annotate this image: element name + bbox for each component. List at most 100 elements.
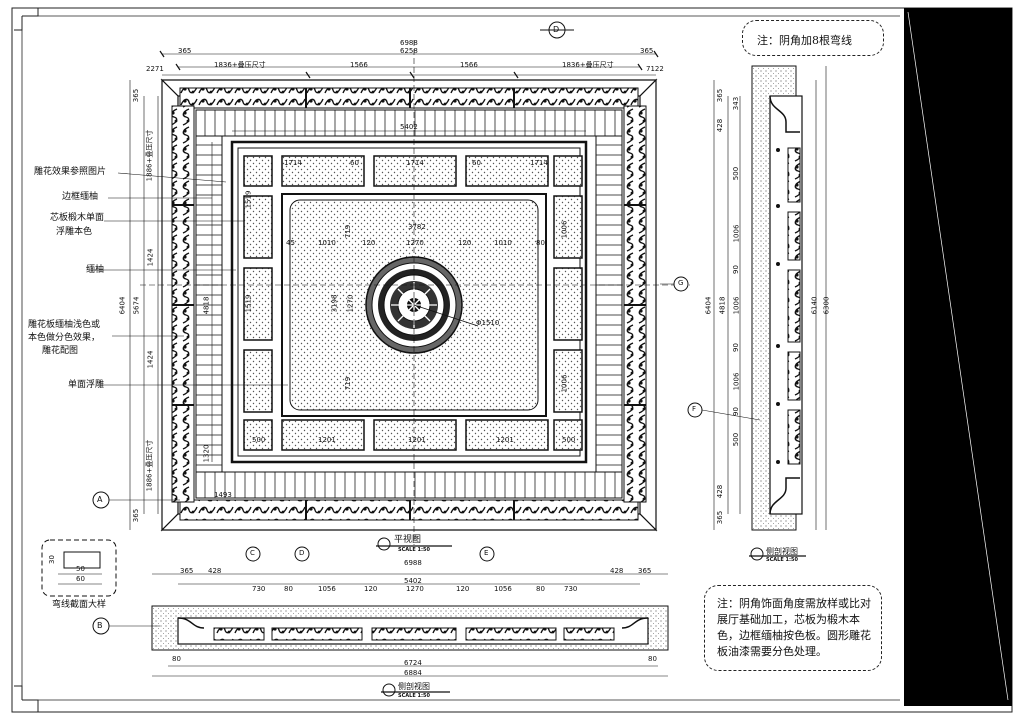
dim-diameter: Φ1510 [476,319,500,327]
curve-detail-title: 弯线截面大样 [52,600,107,610]
bs-428a: 428 [208,567,222,575]
marker-g: G [678,279,684,287]
dim-top-seg-left: 1836+叠压尺寸 [214,61,266,69]
dim-top-inner: 6258 [400,47,418,55]
marker-c: C [250,549,255,557]
cd-w50: 50 [76,565,85,573]
rs-365b: 365 [716,510,725,525]
dim-bot-1201c: 1201 [496,436,514,444]
dim-left-1424a: 1424 [146,248,155,267]
callout-core-board-1: 芯板椴木单面 [50,213,105,223]
dim-719b: 719 [344,376,353,391]
marker-d: D [299,549,305,557]
dim-left-1424b: 1424 [146,350,155,369]
dim-45: 45 [286,239,295,247]
dim-top-overall: 6988 [400,39,418,47]
right-section-scale: SCALE 1:50 [766,557,798,563]
rs-1006a: 1006 [732,224,741,243]
cd-h30: 30 [47,555,56,564]
dim-bot-500b: 500 [562,436,576,444]
dim-left-365a: 365 [132,88,141,103]
rs-343: 343 [732,96,741,111]
dim-top-7122: 7122 [646,65,664,73]
dim-1010a: 1010 [318,239,336,247]
plan-scale: SCALE 1:50 [398,547,430,553]
callout-core-board-2: 浮雕本色 [56,227,93,237]
rs-6140: 6140 [810,296,819,315]
dim-top-1566a: 1566 [350,61,368,69]
dim-1714c: 1714 [530,159,548,167]
dim-left-label-bot: 1886+叠压尺寸 [145,439,154,492]
dim-1270v: 1270 [346,294,355,313]
rs-90a: 90 [731,265,740,274]
dim-top-seg-right: 1836+叠压尺寸 [562,61,614,69]
dim-top-left-margin: 365 [178,47,192,55]
dim-1519b: 1519 [244,294,253,313]
callout-carved-board-3: 雕花配图 [42,346,79,356]
rs-6300: 6300 [822,296,831,315]
dim-inner-5402: 5402 [400,123,418,131]
callout-carving-ref: 雕花效果参照图片 [34,167,107,177]
dim-1493: 1493 [214,491,232,499]
rs-6404: 6404 [704,296,713,315]
bs-428b: 428 [610,567,624,575]
note-bottom-text: 注：阴角饰面角度需放样或比对展厅基础加工，芯板为椴木本色，边框缅柚按色板。圆形雕… [717,597,871,658]
rs-365a: 365 [716,88,725,103]
bottom-section-scale: SCALE 1:50 [398,693,430,699]
bs-120b: 120 [456,585,470,593]
rs-90b: 90 [731,343,740,352]
dim-1006b: 1006 [560,374,569,393]
callout-frame-teak: 边框缅柚 [62,192,99,202]
dim-left-5674: 5674 [132,296,141,315]
rs-428b: 428 [716,484,725,499]
dim-120a: 120 [362,239,376,247]
plan-title: 平视图 [394,535,422,545]
dim-1714b: 1714 [406,159,424,167]
callout-single-relief: 单面浮雕 [68,380,105,390]
dim-left-365b: 365 [132,508,141,523]
dim-left-label-top: 1886+叠压尺寸 [145,129,154,182]
dim-top-1566b: 1566 [460,61,478,69]
callout-carved-board-1: 雕花板缅柚浅色或 [28,320,101,330]
dim-left-4818: 4818 [202,296,211,315]
dim-1010b: 1010 [494,239,512,247]
note-bottom: 注：阴角饰面角度需放样或比对展厅基础加工，芯板为椴木本色，边框缅柚按色板。圆形雕… [704,585,882,671]
bs-120a: 120 [364,585,378,593]
dim-1320: 1320 [202,444,211,463]
rs-1006c: 1006 [732,372,741,391]
marker-top: D [553,25,560,34]
bs-365b: 365 [638,567,652,575]
dim-1519a: 1519 [244,190,253,209]
rs-428a: 428 [716,118,725,133]
callout-teak: 缅柚 [86,265,105,275]
marker-b: B [97,621,103,630]
marker-f: F [692,405,697,413]
marker-a: A [97,495,103,504]
bs-1056a: 1056 [318,585,336,593]
right-section-title: 侧剖视图 [766,547,798,556]
rs-1006b: 1006 [732,296,741,315]
dim-bot-500a: 500 [252,436,266,444]
marker-e: E [484,549,489,557]
bottom-section-title: 侧剖视图 [398,682,430,691]
rs-4818: 4818 [718,296,727,315]
dim-3198: 3198 [330,294,339,313]
note-top: 注：阴角加8根弯线 [742,20,884,56]
rs-500b: 500 [732,432,741,447]
bs-5402: 5402 [404,577,422,585]
bs-365a: 365 [180,567,194,575]
dim-719a: 719 [344,224,353,239]
cd-w60: 60 [76,575,85,583]
bs-80b: 80 [536,585,545,593]
dim-1006a: 1006 [560,220,569,239]
dim-120b: 120 [458,239,472,247]
note-top-text: 注：阴角加8根弯线 [757,34,852,47]
bs-80d: 80 [648,655,657,663]
dim-bot-1201a: 1201 [318,436,336,444]
callout-carved-board-2: 本色做分色效果， [28,333,101,343]
bs-1056b: 1056 [494,585,512,593]
rs-500a: 500 [732,166,741,181]
bs-80a: 80 [284,585,293,593]
